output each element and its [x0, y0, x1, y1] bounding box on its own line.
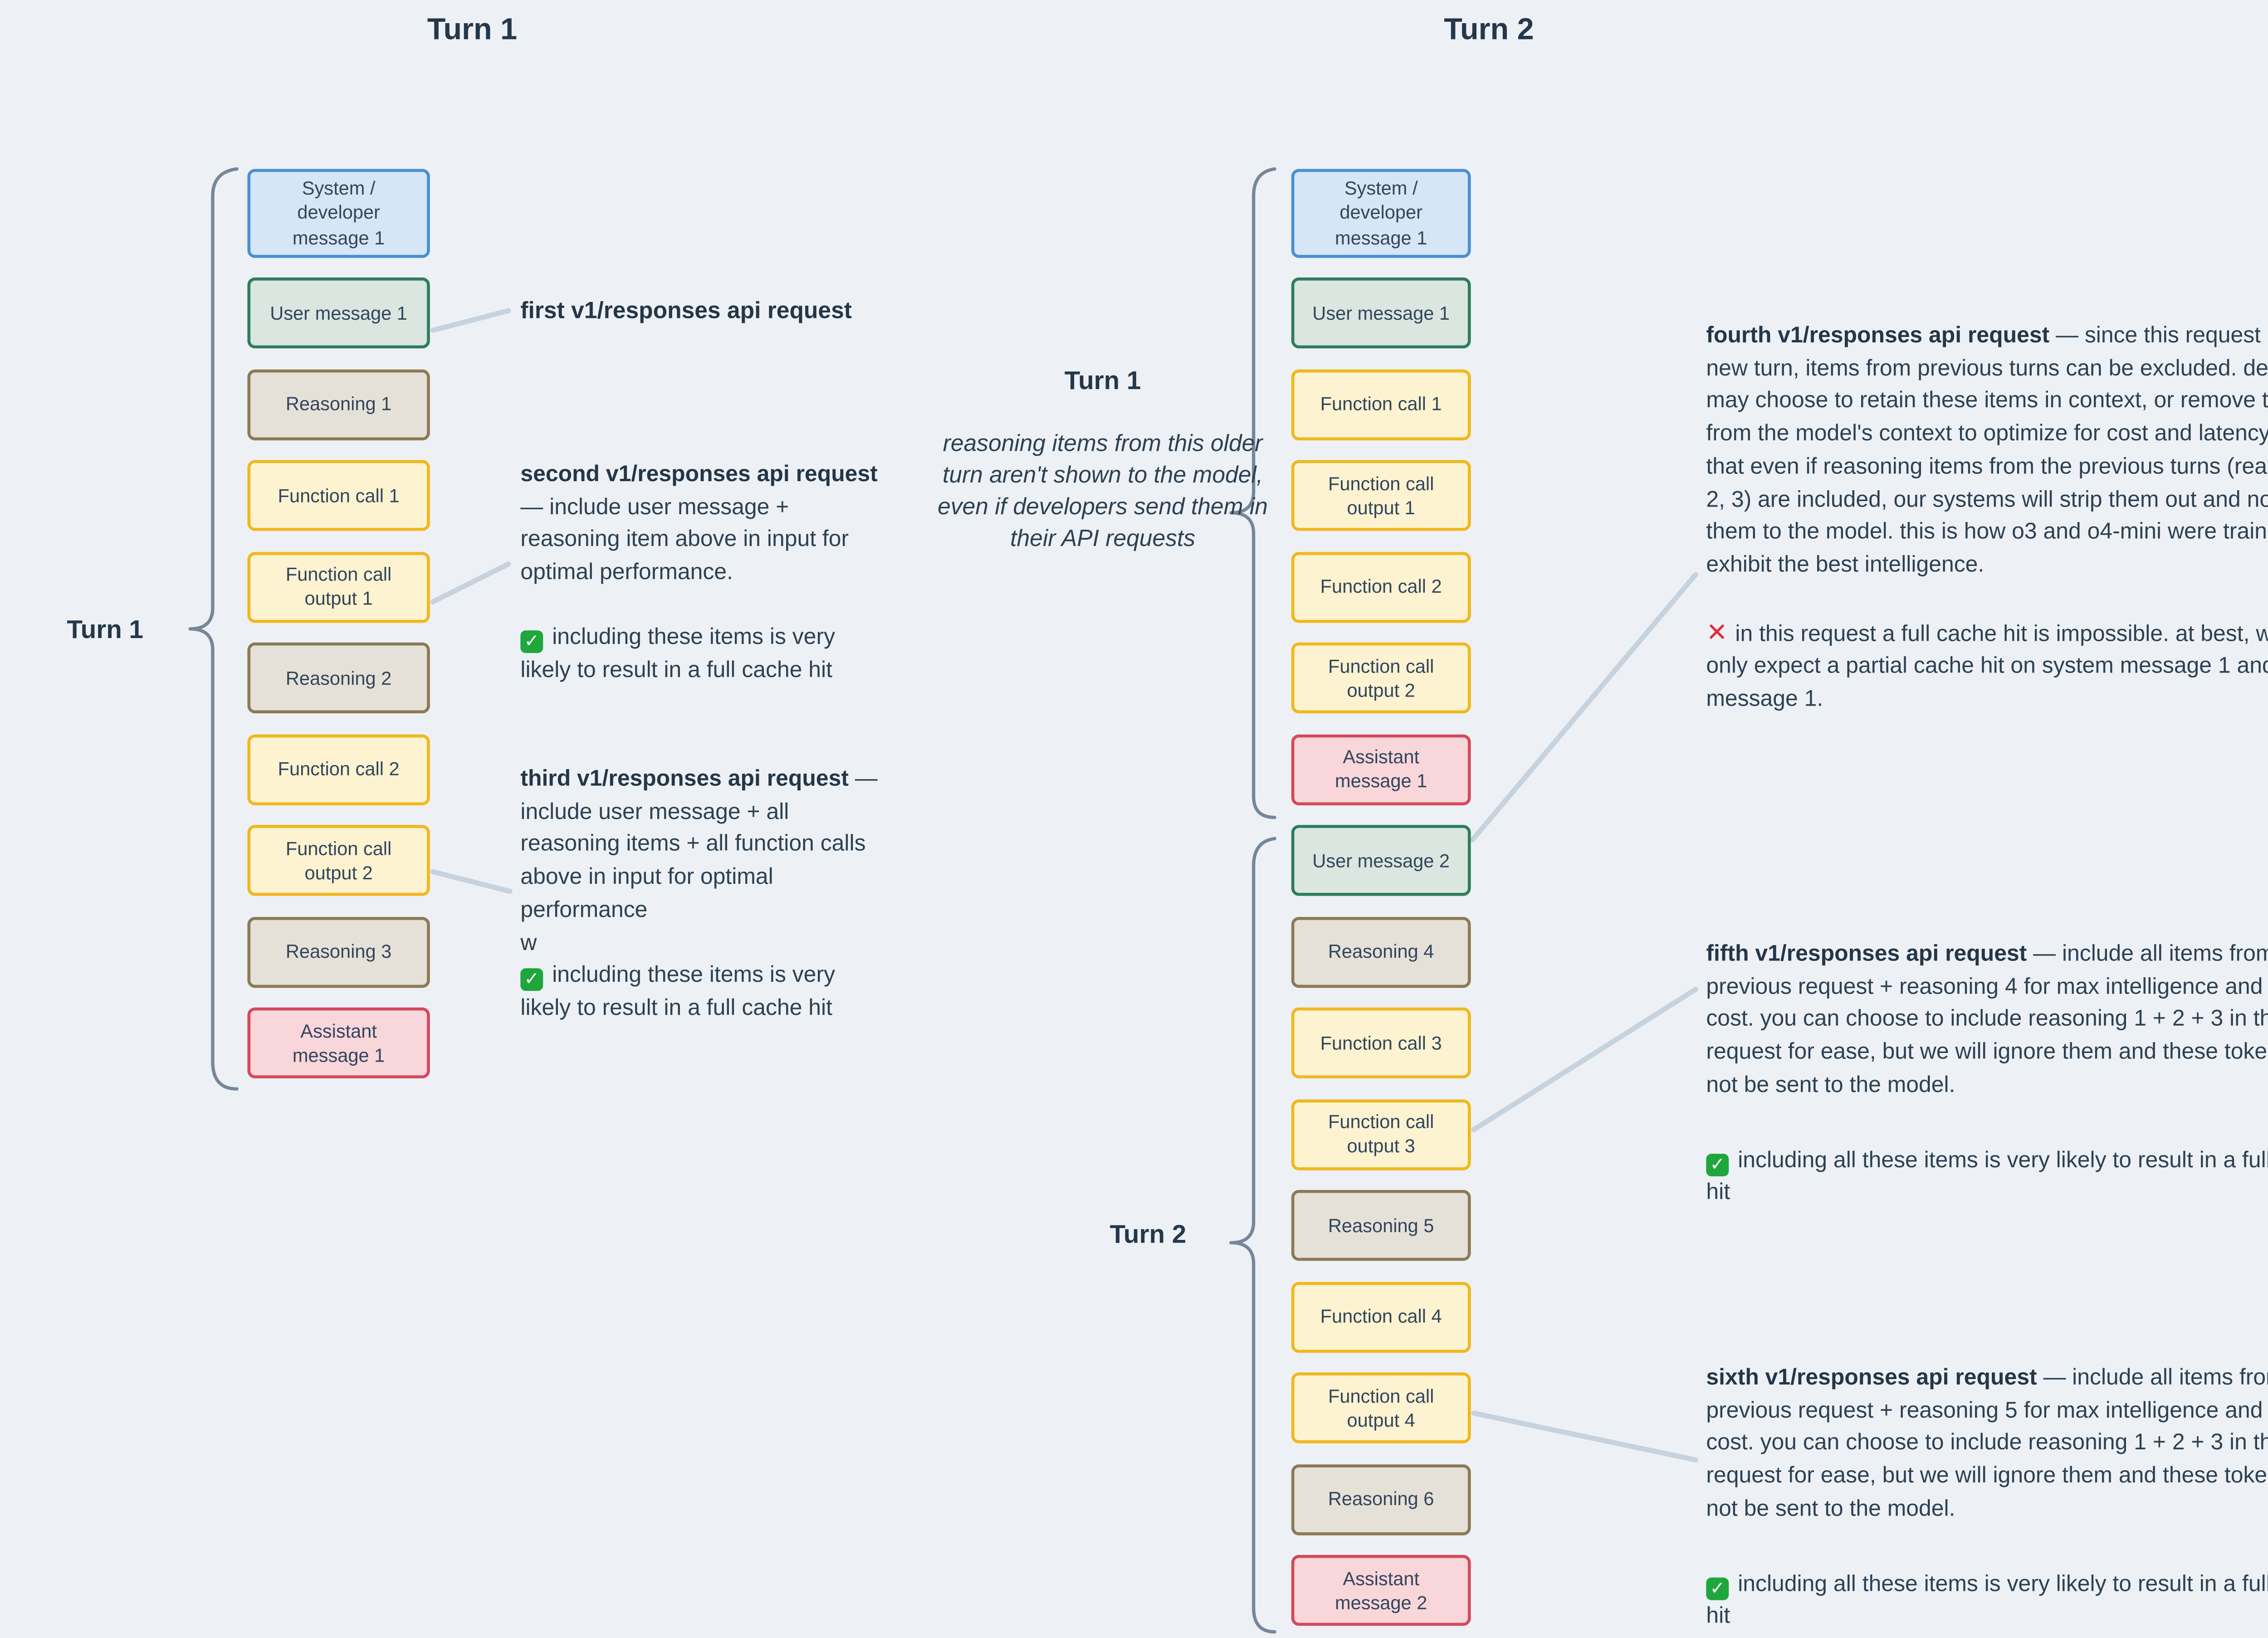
annotation-body: — include all items from the previous re…	[1706, 941, 2268, 1098]
annotation-sixth-request: sixth v1/responses api request — include…	[1706, 1362, 2268, 1633]
turn1-reasoning-note: reasoning items from this older turn are…	[938, 431, 1268, 552]
diagram-box: User message 2	[1291, 825, 1471, 897]
diagram-box-label: Assistant message 2	[1334, 1568, 1427, 1614]
diagram-box: Function call output 1	[1291, 460, 1471, 531]
diagram-box: Function call 1	[247, 460, 430, 531]
diagram-box-label: Function call 1	[1320, 394, 1442, 415]
diagram-box: Assistant message 1	[247, 1008, 430, 1079]
annotation-body: — include user message + reasoning item …	[520, 494, 849, 585]
diagram-box: Function call output 2	[247, 825, 430, 897]
diagram-box: Reasoning 1	[247, 369, 430, 440]
diagram-box-label: Function call output 3	[1328, 1112, 1434, 1157]
annotation-fifth-request: fifth v1/responses api request — include…	[1706, 938, 2268, 1209]
diagram-box-label: User message 2	[1312, 850, 1450, 872]
diagram-box-label: Reasoning 5	[1328, 1215, 1434, 1236]
check-icon: ✓	[1706, 1577, 1729, 1599]
diagram-box: Reasoning 6	[1291, 1464, 1471, 1535]
diagram-box-label: Reasoning 4	[1328, 941, 1434, 963]
diagram-box-label: Function call output 1	[1328, 473, 1434, 519]
diagram-box: Function call output 2	[1291, 643, 1471, 714]
diagram-box: Function call output 1	[247, 551, 430, 623]
brace-label-turn-1-mid: Turn 1	[1064, 366, 1141, 395]
diagram-box-label: Reasoning 6	[1328, 1488, 1434, 1510]
connector-fn-output-4-to-sixth	[1471, 1410, 1698, 1462]
annotation-title: second v1/responses api request	[520, 461, 878, 487]
annotation-warning: in this request a full cache hit is impo…	[1706, 620, 2268, 712]
diagram-box-label: Function call output 4	[1328, 1385, 1434, 1431]
turn2-item-column: System / developer message 1 User message…	[1291, 169, 1471, 1626]
diagram-box-label: User message 1	[1312, 302, 1450, 324]
diagram-box-label: Reasoning 2	[285, 668, 392, 689]
diagram-box: User message 1	[247, 278, 430, 349]
diagram-box-label: System / developer message 1	[292, 178, 385, 249]
diagram-box: Reasoning 2	[247, 643, 430, 714]
annotation-fourth-request: fourth v1/responses api request — since …	[1706, 320, 2268, 716]
diagram-box-label: Function call 3	[1320, 1032, 1442, 1054]
diagram-box: Function call output 3	[1291, 1099, 1471, 1170]
annotation-body: — include user message + all reasoning i…	[520, 766, 878, 923]
connector-fn-output-3-to-fifth	[1471, 987, 1698, 1132]
diagram-box: System / developer message 1	[1291, 169, 1471, 258]
annotation-title: first v1/responses api request	[520, 298, 852, 325]
connector-fn-output-2-to-third	[430, 869, 513, 894]
diagram-box-label: System / developer message 1	[1334, 178, 1427, 249]
diagram-box: Reasoning 3	[247, 916, 430, 988]
turn2-mid-brace	[1229, 837, 1276, 1634]
diagram-box-label: Function call 4	[1320, 1306, 1442, 1328]
connector-user-message-1-to-first	[430, 308, 511, 333]
brace-label-turn-1-left: Turn 1	[67, 615, 143, 644]
diagram-box-label: Function call 1	[278, 485, 400, 507]
diagram-box-label: Reasoning 3	[285, 941, 392, 963]
annotation-note: including all these items is very likely…	[1706, 1570, 2268, 1629]
annotation-body: — include all items from the previous re…	[1706, 1365, 2268, 1522]
diagram-box: Function call 3	[1291, 1008, 1471, 1079]
diagram-box: User message 1	[1291, 278, 1471, 349]
diagram-box: Assistant message 1	[1291, 734, 1471, 805]
column-header-turn-1: Turn 1	[427, 13, 518, 47]
annotation-title: fifth v1/responses api request	[1706, 941, 2027, 967]
diagram-box-label: Function call output 1	[285, 564, 392, 610]
brace-label-turn-2-mid: Turn 2	[1110, 1220, 1187, 1249]
diagram-box: Reasoning 4	[1291, 916, 1471, 988]
annotation-third-request: third v1/responses api request — include…	[520, 763, 882, 1025]
check-icon: ✓	[520, 630, 543, 653]
diagram-box: Assistant message 2	[1291, 1555, 1471, 1626]
diagram-box-label: Reasoning 1	[285, 394, 392, 415]
diagram-box: Function call 2	[247, 734, 430, 805]
diagram-box-label: Function call output 2	[1328, 655, 1434, 701]
turn1-left-brace	[188, 167, 239, 1091]
annotation-note: including all these items is very likely…	[1706, 1147, 2268, 1205]
turn1-item-column: System / developer message 1 User message…	[247, 169, 430, 1079]
check-icon: ✓	[520, 968, 543, 991]
diagram-box: Function call 4	[1291, 1282, 1471, 1353]
connector-fn-output-1-to-second	[430, 561, 511, 604]
annotation-note: including these items is very likely to …	[520, 624, 836, 682]
diagram-box: Function call 2	[1291, 551, 1471, 623]
diagram-box-label: Function call 2	[1320, 576, 1442, 598]
diagram-box: Function call output 4	[1291, 1373, 1471, 1444]
diagram-box-label: Function call 2	[278, 759, 400, 780]
diagram-box-label: Assistant message 1	[292, 1020, 385, 1066]
diagram-box: System / developer message 1	[247, 169, 430, 258]
diagram-box-label: User message 1	[270, 302, 407, 324]
annotation-title: sixth v1/responses api request	[1706, 1365, 2037, 1391]
annotation-stray-line: w	[520, 930, 537, 955]
cross-icon: ✕	[1706, 618, 1728, 648]
diagram-box: Reasoning 5	[1291, 1190, 1471, 1262]
diagram-box-label: Assistant message 1	[1334, 746, 1427, 792]
annotation-body: — since this request creates a new turn,…	[1706, 322, 2268, 578]
annotation-second-request: second v1/responses api request — includ…	[520, 458, 882, 687]
diagram-box: Function call 1	[1291, 369, 1471, 440]
diagram-box-label: Function call output 2	[285, 838, 392, 884]
check-icon: ✓	[1706, 1153, 1729, 1176]
annotation-first-request: first v1/responses api request	[520, 296, 852, 328]
annotation-note: including these items is very likely to …	[520, 962, 836, 1021]
column-header-turn-2: Turn 2	[1444, 13, 1534, 47]
annotation-title: fourth v1/responses api request	[1706, 322, 2050, 349]
annotation-title: third v1/responses api request	[520, 766, 849, 792]
connector-user-message-2-to-fourth	[1470, 572, 1698, 843]
